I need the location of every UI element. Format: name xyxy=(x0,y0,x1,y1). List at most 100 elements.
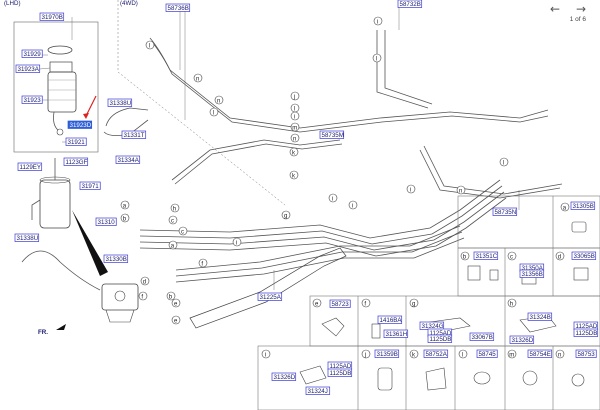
callout-i-6[interactable]: i xyxy=(348,200,358,209)
svg-text:31338U: 31338U xyxy=(110,100,132,107)
svg-text:31334A: 31334A xyxy=(118,157,140,164)
svg-text:31350A: 31350A xyxy=(522,265,544,272)
part-label-31324j[interactable]: 31324J xyxy=(305,386,331,395)
svg-text:58753: 58753 xyxy=(578,351,596,358)
svg-text:58752A: 58752A xyxy=(426,351,448,358)
panel-tag-g: g xyxy=(409,298,419,308)
prev-page-button[interactable]: ← xyxy=(549,2,561,16)
part-label-58745[interactable]: 58745 xyxy=(476,349,498,358)
part-label-31923d[interactable]: 31923D xyxy=(67,120,93,129)
part-label-31324b[interactable]: 31324B xyxy=(527,312,553,321)
callout-f[interactable]: f xyxy=(198,258,208,268)
part-label-58735m[interactable]: 58735M xyxy=(319,130,345,139)
part-label-33067b[interactable]: 33067B xyxy=(469,332,495,341)
callout-l-3[interactable]: l xyxy=(290,103,300,112)
callout-h[interactable]: h xyxy=(170,203,180,212)
callout-e[interactable]: e xyxy=(171,315,181,325)
part-label-31330b[interactable]: 31330B xyxy=(103,254,129,263)
panel-tag-i: i xyxy=(261,349,271,359)
part-label-1416ba[interactable]: 1416BA xyxy=(377,315,402,324)
callout-i-3[interactable]: i xyxy=(373,16,383,26)
callout-b-2[interactable]: b xyxy=(166,291,176,301)
callout-k[interactable]: k xyxy=(289,147,299,156)
callout-n-4[interactable]: n xyxy=(456,185,466,194)
svg-text:31326D: 31326D xyxy=(274,374,296,381)
part-label-31970b[interactable]: 31970B xyxy=(39,12,65,21)
callout-a[interactable]: a xyxy=(120,200,130,209)
callout-e-2[interactable]: e xyxy=(171,298,181,308)
fuel-sender-drawing xyxy=(101,283,139,323)
callout-j[interactable]: j xyxy=(290,91,300,100)
callout-i-4[interactable]: i xyxy=(406,184,416,193)
callout-n[interactable]: n xyxy=(193,73,203,82)
callout-b[interactable]: b xyxy=(120,213,130,222)
svg-text:31326D: 31326D xyxy=(512,337,534,344)
svg-text:f: f xyxy=(364,301,366,307)
callout-a-2[interactable]: a xyxy=(168,240,178,249)
panel-tag-k: k xyxy=(409,349,419,359)
callout-c[interactable]: c xyxy=(178,226,188,235)
callout-n-3[interactable]: n xyxy=(290,133,300,142)
filter-inset-frame xyxy=(13,21,99,153)
part-label-31921[interactable]: 31921 xyxy=(65,137,87,146)
svg-text:i: i xyxy=(352,203,353,209)
part-label-31331t[interactable]: 31331T xyxy=(121,130,147,139)
part-label-31326d[interactable]: 31326D xyxy=(509,335,535,344)
panel-tag-j: j xyxy=(361,349,371,359)
part-label-31356b[interactable]: 31356B xyxy=(519,269,545,278)
part-label-31359b[interactable]: 31359B xyxy=(374,349,400,358)
part-label-31338u[interactable]: 31338U xyxy=(107,98,133,107)
callout-n-2[interactable]: n xyxy=(214,95,224,104)
part-label-1129ey[interactable]: 1129EY xyxy=(17,162,43,171)
callout-i[interactable]: i xyxy=(232,237,242,246)
part-label-58736b[interactable]: 58736B xyxy=(165,3,191,12)
header-4wd: (4WD) xyxy=(120,0,138,7)
callout-l-5[interactable]: l xyxy=(499,157,509,166)
part-label-31326d[interactable]: 31326D xyxy=(271,372,297,381)
part-label-1125db[interactable]: 1125DB xyxy=(573,328,599,337)
part-label-31971[interactable]: 31971 xyxy=(79,181,101,190)
svg-text:31305B: 31305B xyxy=(573,203,594,210)
svg-text:n: n xyxy=(459,188,462,194)
part-label-58723[interactable]: 58723 xyxy=(329,299,351,308)
part-label-31225a[interactable]: 31225A xyxy=(257,292,283,301)
callout-l[interactable]: l xyxy=(145,40,155,50)
part-label-58732b[interactable]: 58732B xyxy=(397,0,423,8)
part-label-31351c[interactable]: 31351C xyxy=(473,251,499,260)
svg-text:a: a xyxy=(123,203,127,209)
callout-m[interactable]: m xyxy=(290,122,300,131)
part-label-1125db[interactable]: 1125DB xyxy=(427,334,453,343)
part-label-31929[interactable]: 31929 xyxy=(21,49,43,58)
next-page-button[interactable]: → xyxy=(575,2,587,16)
callout-l-2[interactable]: l xyxy=(209,107,219,116)
callout-l-4[interactable]: l xyxy=(372,53,382,63)
part-label-1125db[interactable]: 1125DB xyxy=(327,368,353,377)
panel-tag-d: d xyxy=(555,251,565,261)
part-label-31923a[interactable]: 31923A xyxy=(15,64,41,73)
part-label-31305b[interactable]: 31305B xyxy=(570,201,596,210)
part-label-1123gf[interactable]: 1123GF xyxy=(63,157,89,166)
part-label-31334a[interactable]: 31334A xyxy=(115,155,141,164)
part-label-31310[interactable]: 31310 xyxy=(95,217,117,226)
svg-text:31356B: 31356B xyxy=(522,271,543,278)
part-label-58753[interactable]: 58753 xyxy=(575,349,597,358)
part-label-31923[interactable]: 31923 xyxy=(21,95,43,104)
part-label-31338u[interactable]: 31338U xyxy=(14,233,40,242)
callout-k-2[interactable]: k xyxy=(289,170,299,179)
svg-text:31923A: 31923A xyxy=(18,66,40,73)
svg-text:i: i xyxy=(332,196,333,202)
callout-g[interactable]: g xyxy=(281,210,291,219)
part-label-58754e[interactable]: 58754E xyxy=(527,349,553,358)
callout-f-2[interactable]: f xyxy=(138,291,148,301)
callout-c-2[interactable]: c xyxy=(168,215,178,224)
part-label-31361h[interactable]: 31361H xyxy=(383,329,409,338)
callout-i-5[interactable]: i xyxy=(328,193,338,202)
part-label-58752a[interactable]: 58752A xyxy=(423,349,449,358)
part-label-58735n[interactable]: 58735N xyxy=(492,207,518,216)
svg-text:1125DB: 1125DB xyxy=(576,330,598,337)
part-label-33065b[interactable]: 33065B xyxy=(571,251,597,260)
callout-i-2[interactable]: i xyxy=(290,111,300,120)
pipe-upper-right-2 xyxy=(384,30,433,105)
pipe-58736B-2 xyxy=(151,41,549,133)
callout-d[interactable]: d xyxy=(140,276,150,286)
